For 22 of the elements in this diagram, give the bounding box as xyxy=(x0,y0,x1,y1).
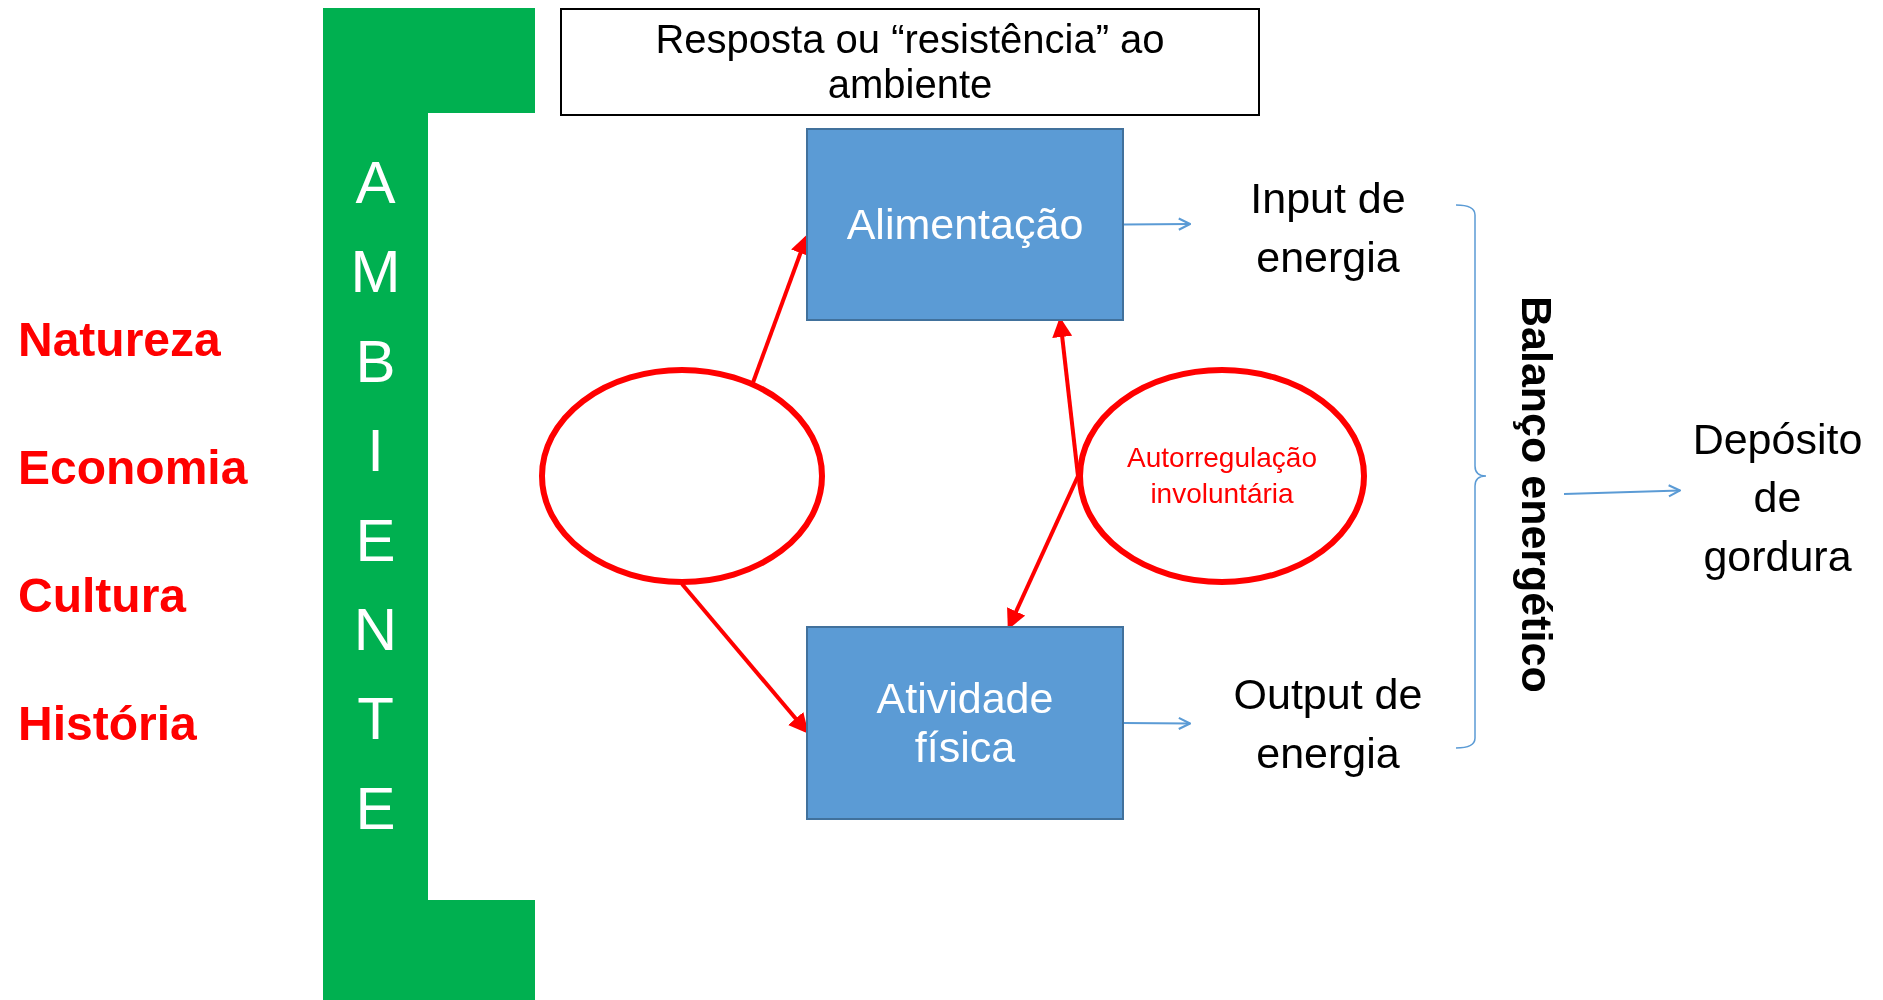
category-label: Economia xyxy=(18,444,248,492)
ellipse-node xyxy=(538,366,826,586)
arrow xyxy=(1123,716,1192,731)
node-label: Autorregulação involuntária xyxy=(1126,440,1318,511)
node-label: Balanço energético xyxy=(1511,295,1561,693)
node-label: Atividade física xyxy=(875,673,1055,773)
node-label: Input de energia xyxy=(1249,173,1407,283)
environment-bracket xyxy=(323,8,535,1000)
node-label: Depósito de gordura xyxy=(1691,414,1864,582)
category-label: Natureza xyxy=(18,316,221,364)
rotated-text-box xyxy=(560,8,1260,116)
node-label: Output de energia xyxy=(1232,669,1424,779)
vertical-label: AMBIENTE xyxy=(350,148,401,844)
category-label: Cultura xyxy=(18,572,186,620)
process-box xyxy=(806,626,1124,820)
ellipse-node xyxy=(1076,366,1368,586)
node-label: Resposta ou “resistência” ao ambiente xyxy=(654,17,1166,107)
arrow xyxy=(1123,217,1192,231)
process-box xyxy=(806,128,1124,321)
node-label: Alimentação xyxy=(846,199,1084,250)
arrow xyxy=(1563,484,1682,498)
category-label: História xyxy=(18,700,197,748)
